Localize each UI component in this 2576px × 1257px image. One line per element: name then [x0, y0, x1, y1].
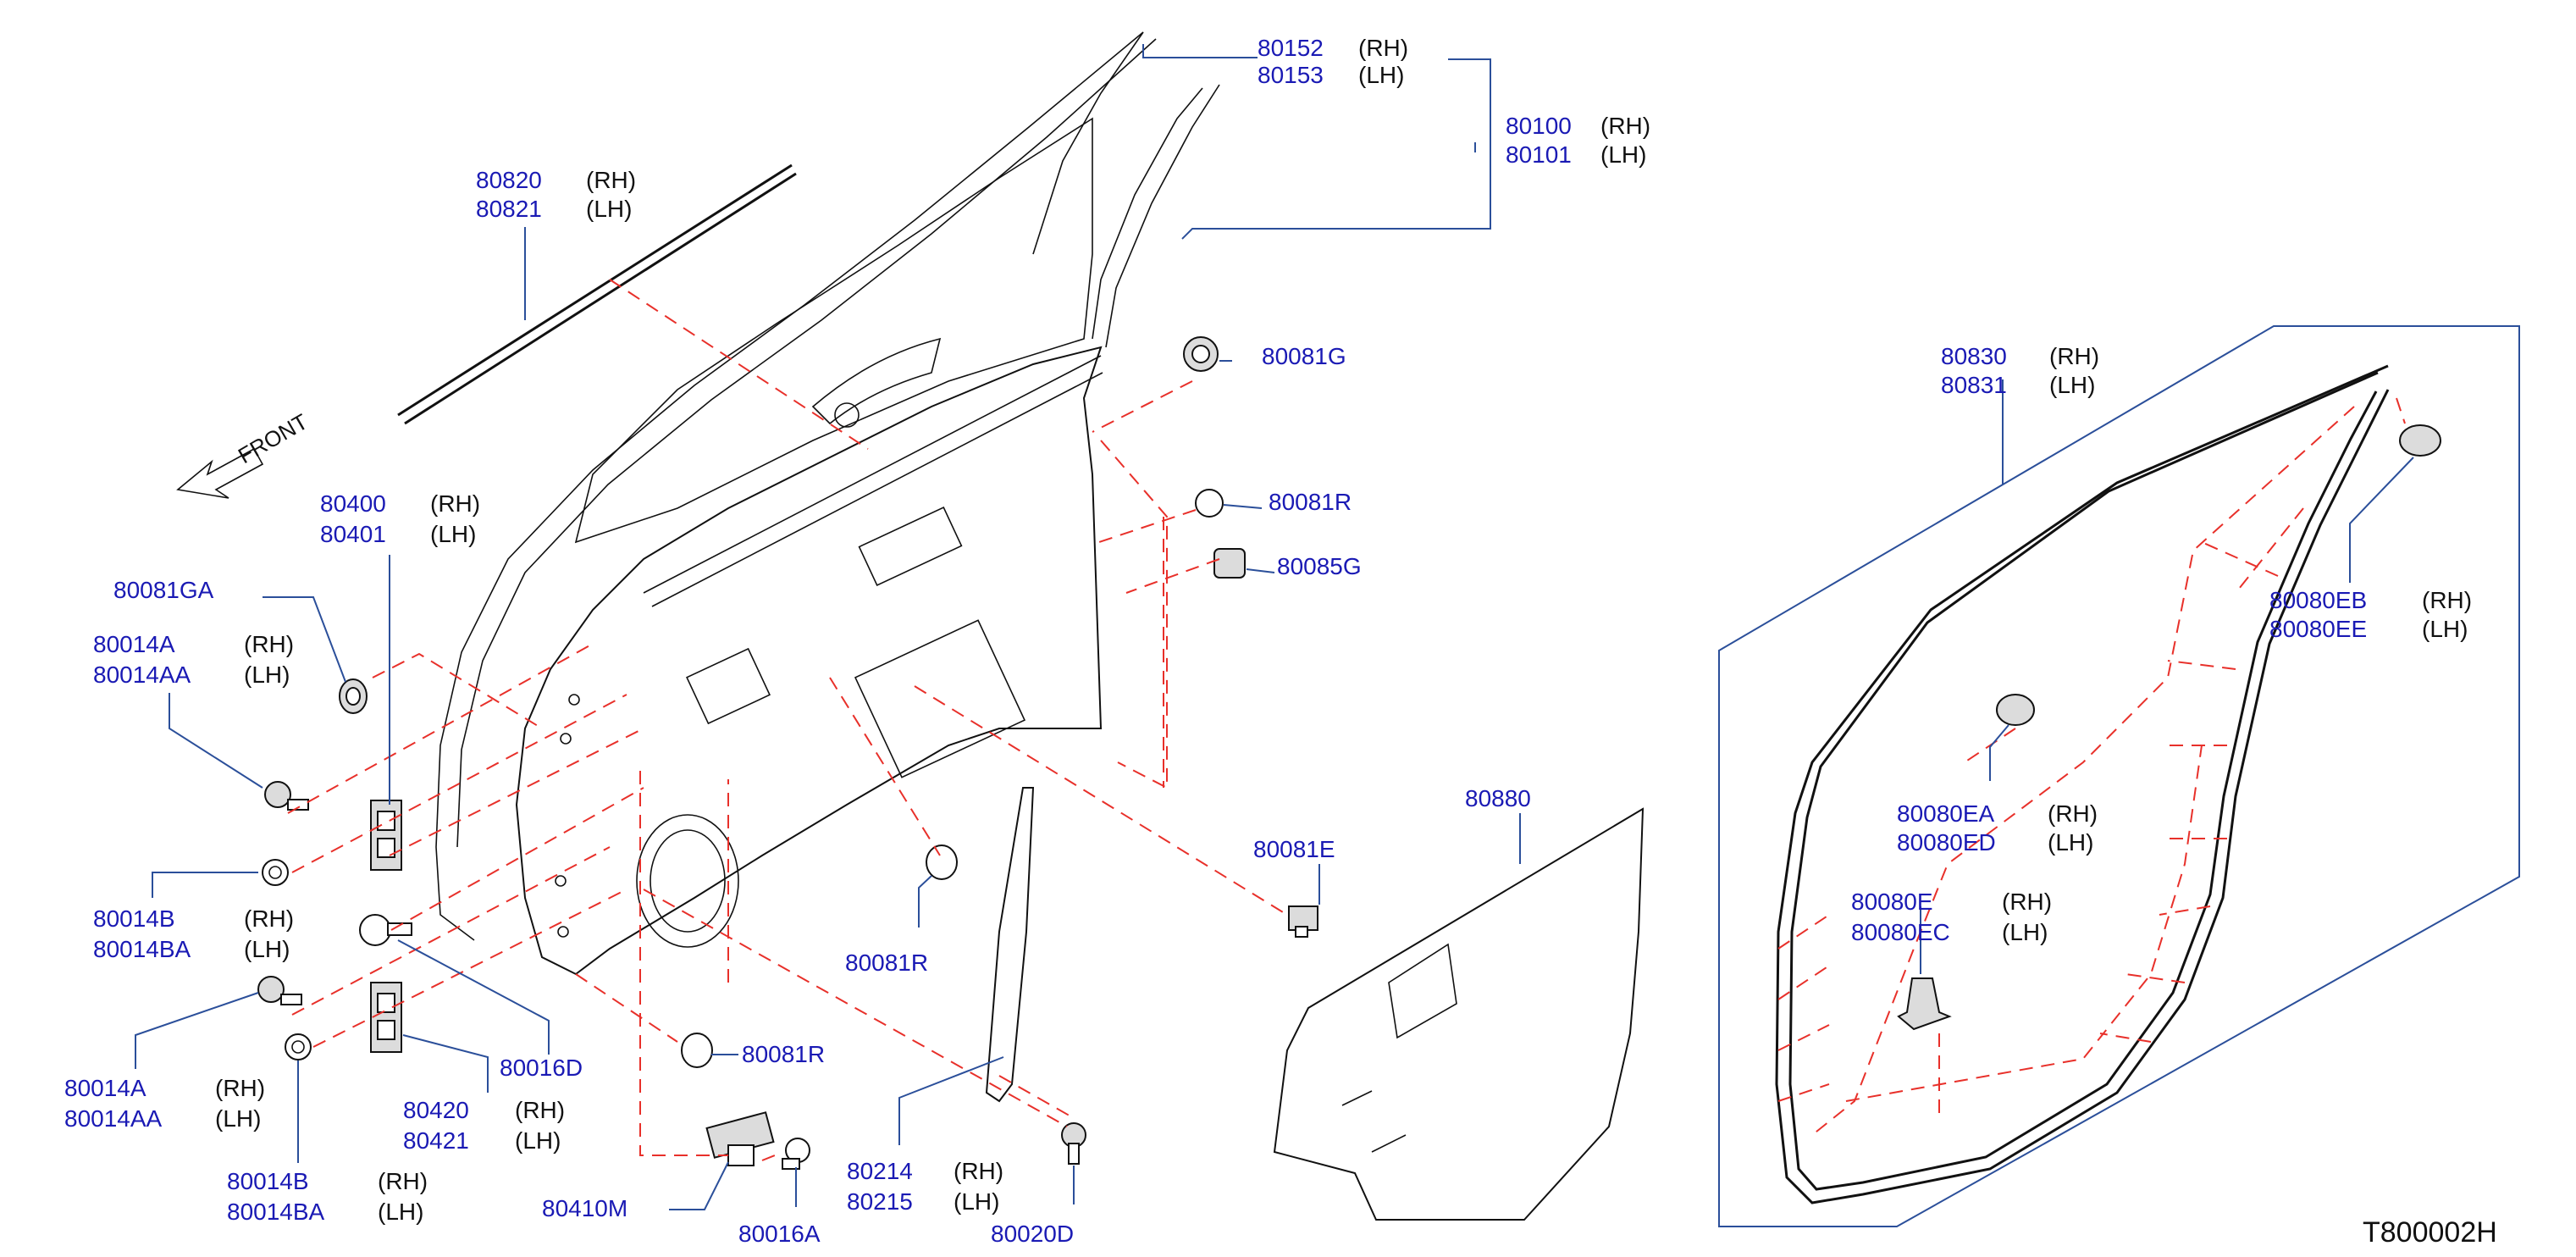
- callout-80080ED-lh-side: (LH): [2048, 829, 2093, 856]
- callout-80081G-number[interactable]: 80081G: [1262, 343, 1346, 369]
- callout-80014A-top-rh-side: (RH): [244, 631, 294, 657]
- lower-hinge: [370, 982, 402, 1053]
- front-door-panel: [435, 31, 1220, 976]
- callout-80101-lh-number[interactable]: 80101: [1506, 141, 1572, 168]
- callout-80410M-number[interactable]: 80410M: [542, 1195, 627, 1221]
- sash-channel: [985, 787, 1035, 1103]
- callout-80214-rh-number[interactable]: 80214: [847, 1158, 913, 1184]
- front-label: FRONT: [234, 408, 312, 468]
- callout-80830-rh-number[interactable]: 80830: [1941, 343, 2007, 369]
- plug-80081R-upper: [1195, 489, 1224, 518]
- bumper-80085G: [1213, 548, 1246, 579]
- diagram-reference-code: T800002H: [2363, 1216, 2497, 1249]
- callout-80152-rh-number[interactable]: 80152: [1258, 35, 1324, 61]
- clip-80080EB: [2399, 424, 2441, 457]
- callout-80014A-top-rh-number[interactable]: 80014A: [93, 631, 175, 657]
- hinge-bolt-upper: [264, 781, 309, 811]
- callout-80420-rh-number[interactable]: 80420: [403, 1097, 469, 1123]
- bolt-80020D: [1061, 1122, 1086, 1165]
- belt-molding-strip: [397, 163, 797, 425]
- callout-80401-lh-side: (LH): [430, 521, 476, 547]
- clip-80080EA: [1996, 694, 2035, 726]
- callout-80014A-bottom-rh-number[interactable]: 80014A: [64, 1075, 146, 1101]
- callout-80085G-number[interactable]: 80085G: [1277, 553, 1362, 579]
- callout-80821-lh-number[interactable]: 80821: [476, 196, 542, 222]
- callout-80014A-bottom-rh-side: (RH): [215, 1075, 265, 1101]
- callout-80014AA-top-lh-side: (LH): [244, 662, 290, 688]
- callout-80014BA-top-lh-number[interactable]: 80014BA: [93, 936, 191, 962]
- callout-80215-lh-side: (LH): [954, 1188, 999, 1215]
- bolt-80016A: [782, 1138, 810, 1170]
- callout-80214-rh-side: (RH): [954, 1158, 1003, 1184]
- callout-80081GA-number[interactable]: 80081GA: [113, 577, 214, 603]
- callout-80153-lh-number[interactable]: 80153: [1258, 62, 1324, 88]
- clip-80081E: [1288, 905, 1318, 938]
- callout-80080EE-lh-number[interactable]: 80080EE: [2269, 616, 2367, 642]
- callout-80152-rh-side: (RH): [1358, 35, 1408, 61]
- callout-80014AA-bottom-lh-side: (LH): [215, 1105, 261, 1132]
- plug-80081R-lower: [681, 1033, 713, 1068]
- callout-80400-rh-number[interactable]: 80400: [320, 490, 386, 517]
- leader-lines: [135, 44, 2520, 1227]
- callout-80080ED-lh-number[interactable]: 80080ED: [1897, 829, 1996, 856]
- door-weatherstrip-80830: [1775, 364, 2390, 1204]
- door-bolt-80016D: [359, 914, 412, 946]
- callout-80016D-number[interactable]: 80016D: [500, 1055, 583, 1081]
- callout-80081E-number[interactable]: 80081E: [1253, 836, 1335, 862]
- callout-80080EA-rh-side: (RH): [2048, 800, 2098, 827]
- callout-80080E-rh-number[interactable]: 80080E: [1851, 889, 1933, 915]
- callout-80080E-rh-side: (RH): [2002, 889, 2052, 915]
- callout-80014AA-top-lh-number[interactable]: 80014AA: [93, 662, 191, 688]
- grommet-80081G: [1183, 336, 1219, 372]
- callout-80080EC-lh-side: (LH): [2002, 919, 2048, 945]
- callout-80014BA-bottom-lh-side: (LH): [378, 1199, 423, 1225]
- callout-80100-rh-number[interactable]: 80100: [1506, 113, 1572, 139]
- callout-80421-lh-side: (LH): [515, 1127, 561, 1154]
- callout-80821-lh-side: (LH): [586, 196, 632, 222]
- assembly-hidden-lines: [287, 279, 2406, 1161]
- callout-80014B-top-rh-side: (RH): [244, 905, 294, 932]
- callout-80831-lh-number[interactable]: 80831: [1941, 372, 2007, 398]
- callout-80831-lh-side: (LH): [2049, 372, 2095, 398]
- upper-hinge: [370, 800, 402, 871]
- callout-80830-rh-side: (RH): [2049, 343, 2099, 369]
- callout-80215-lh-number[interactable]: 80215: [847, 1188, 913, 1215]
- callout-80020D-number[interactable]: 80020D: [991, 1221, 1074, 1247]
- hinge-nut-lower: [285, 1033, 312, 1060]
- callout-80014BA-bottom-lh-number[interactable]: 80014BA: [227, 1199, 325, 1225]
- callout-80016A-number[interactable]: 80016A: [738, 1221, 821, 1247]
- callout-80080EA-rh-number[interactable]: 80080EA: [1897, 800, 1995, 827]
- callout-80014AA-bottom-lh-number[interactable]: 80014AA: [64, 1105, 163, 1132]
- clip-80080E: [1897, 977, 1952, 1031]
- callout-80081R-upper-number[interactable]: 80081R: [1269, 489, 1352, 515]
- callout-80880-number[interactable]: 80880: [1465, 785, 1531, 811]
- callout-80014B-bottom-rh-side: (RH): [378, 1168, 428, 1194]
- callout-80100-rh-side: (RH): [1600, 113, 1650, 139]
- callout-80080EB-rh-side: (RH): [2422, 587, 2472, 613]
- callout-80420-rh-side: (RH): [515, 1097, 565, 1123]
- callout-80080EB-rh-number[interactable]: 80080EB: [2269, 587, 2367, 613]
- callout-80401-lh-number[interactable]: 80401: [320, 521, 386, 547]
- callout-80400-rh-side: (RH): [430, 490, 480, 517]
- callout-80101-lh-side: (LH): [1600, 141, 1646, 168]
- callout-80080EC-lh-number[interactable]: 80080EC: [1851, 919, 1950, 945]
- callout-80820-rh-side: (RH): [586, 167, 636, 193]
- plug-80081R-mid: [926, 844, 958, 880]
- callout-80080EE-lh-side: (LH): [2422, 616, 2468, 642]
- callout-80081R-lower-number[interactable]: 80081R: [742, 1041, 825, 1067]
- hinge-nut-upper: [262, 859, 289, 886]
- callout-80081R-mid-number[interactable]: 80081R: [845, 950, 928, 976]
- callout-80014B-top-rh-number[interactable]: 80014B: [93, 905, 175, 932]
- front-arrow-icon: [176, 447, 264, 499]
- sealing-screen-80880: [1273, 807, 1645, 1221]
- door-check-link: [705, 1111, 775, 1166]
- callout-80014B-bottom-rh-number[interactable]: 80014B: [227, 1168, 309, 1194]
- callout-80153-lh-side: (LH): [1358, 62, 1404, 88]
- callout-80014BA-top-lh-side: (LH): [244, 936, 290, 962]
- hinge-bolt-lower: [257, 976, 302, 1005]
- callout-80421-lh-number[interactable]: 80421: [403, 1127, 469, 1154]
- grommet-80081GA: [339, 678, 368, 714]
- callout-80820-rh-number[interactable]: 80820: [476, 167, 542, 193]
